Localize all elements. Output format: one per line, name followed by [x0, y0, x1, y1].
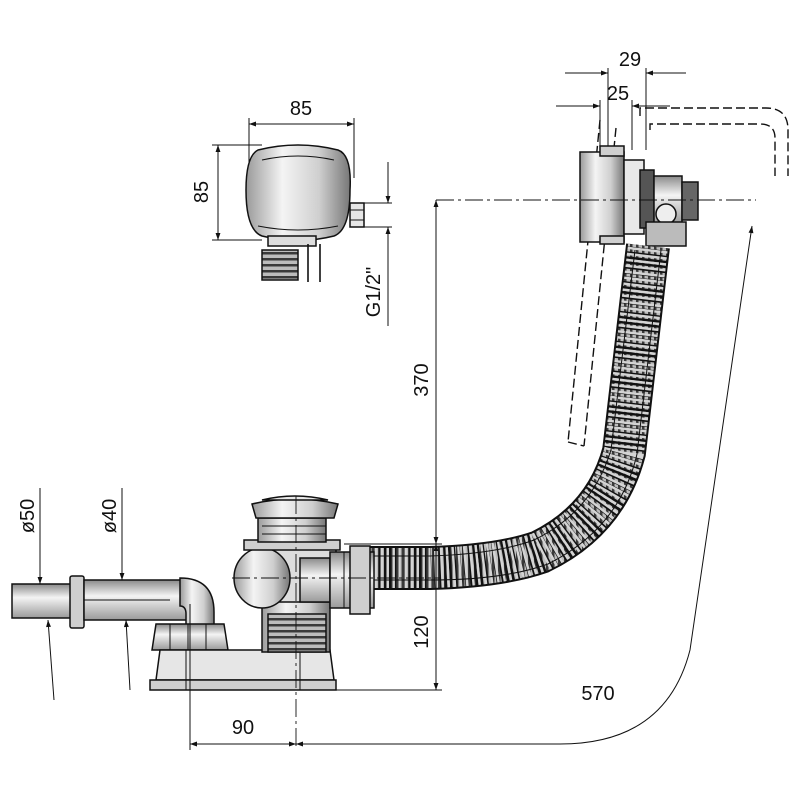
pipe-inner-diameter-label: ø40 [99, 499, 121, 533]
overflow-cover [579, 151, 625, 243]
plug-body [257, 517, 327, 543]
overflow-outer-label: 29 [619, 49, 641, 71]
valve-threaded-tail [261, 249, 299, 281]
hose-length-label: 570 [581, 683, 614, 705]
overflow-inner-label: 25 [607, 83, 629, 105]
trap-body [155, 649, 335, 681]
overflow-assembly [556, 68, 789, 447]
base-plate [149, 679, 337, 691]
valve-side-outlet [349, 202, 365, 228]
corrugated-hose [370, 243, 670, 590]
hose-length-dimension-line [296, 225, 754, 747]
dimension-lines [37, 200, 754, 747]
valve-height-label: 85 [191, 181, 213, 203]
thread-size-label: G1/2" [363, 267, 385, 317]
waste-assembly [11, 495, 375, 691]
plug-cap [251, 498, 339, 519]
outlet-pipe [11, 583, 75, 619]
drain-height-label: 120 [411, 615, 433, 648]
pipe-outer-diameter-label: ø50 [17, 499, 39, 533]
valve-width-label: 85 [290, 98, 312, 120]
drain-offset-label: 90 [232, 717, 254, 739]
overflow-height-label: 370 [411, 363, 433, 396]
